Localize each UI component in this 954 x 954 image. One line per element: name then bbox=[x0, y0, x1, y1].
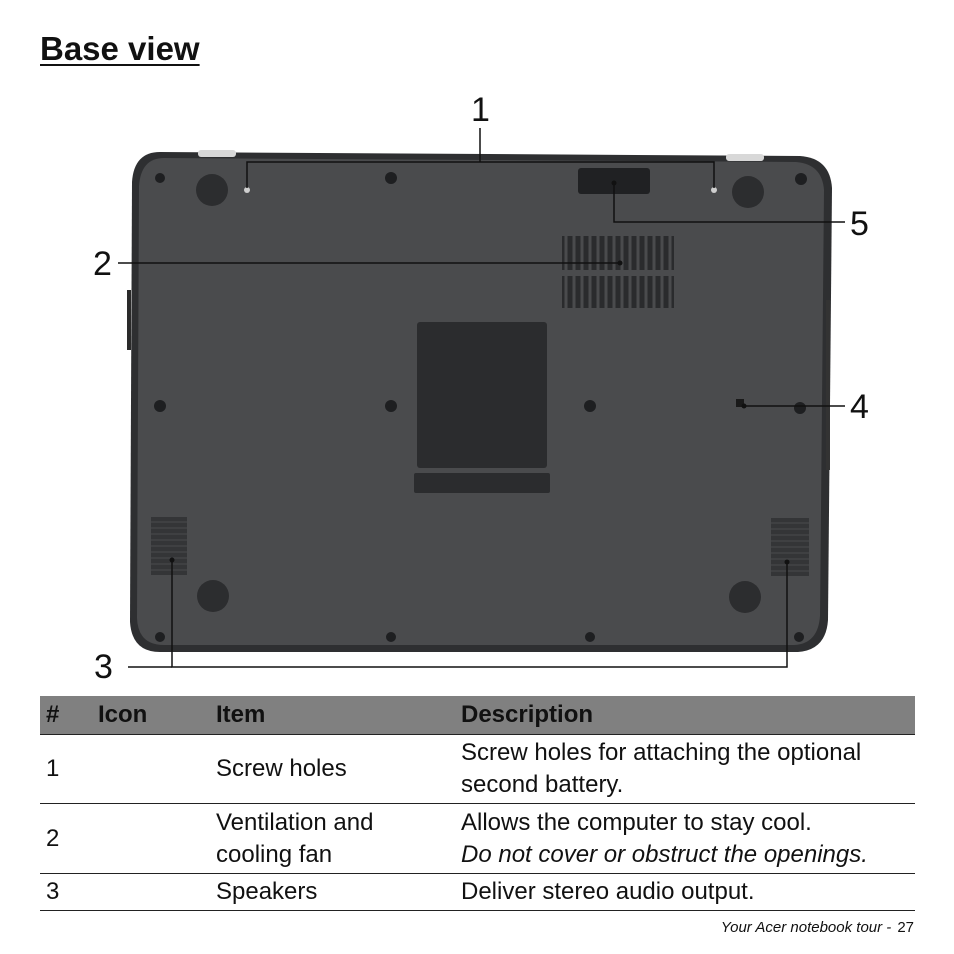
callout-4: 4 bbox=[850, 388, 869, 426]
callout-markers bbox=[169, 180, 790, 565]
row-item: Speakers bbox=[210, 873, 455, 911]
callout-line-5 bbox=[613, 183, 845, 223]
hinge-right bbox=[726, 154, 764, 161]
memory-compartment-cover bbox=[417, 322, 547, 468]
row-description-text: Deliver stereo audio output. bbox=[461, 878, 755, 905]
table-row: 2 Ventilation and cooling fan Allows the… bbox=[40, 803, 915, 874]
row-number: 1 bbox=[40, 734, 92, 804]
table-header-row: # Icon Item Description bbox=[40, 696, 915, 735]
callout-2: 2 bbox=[93, 245, 112, 283]
row-number: 3 bbox=[40, 873, 92, 911]
screw bbox=[385, 172, 397, 184]
row-description: Screw holes for attaching the optional s… bbox=[455, 734, 915, 804]
header-item: Item bbox=[210, 696, 455, 735]
row-item: Screw holes bbox=[210, 734, 455, 804]
screw bbox=[584, 400, 596, 412]
screw bbox=[585, 632, 595, 642]
row-icon bbox=[92, 873, 210, 911]
row-description: Allows the computer to stay cool. Do not… bbox=[455, 803, 915, 874]
header-icon: Icon bbox=[92, 696, 210, 735]
battery-screw-hole bbox=[711, 187, 717, 193]
callout-3: 3 bbox=[94, 648, 113, 686]
callout-1: 1 bbox=[471, 91, 490, 129]
table-row: 1 Screw holes Screw holes for attaching … bbox=[40, 734, 915, 804]
page-number: 27 bbox=[897, 919, 914, 936]
battery-reset-pinhole bbox=[736, 399, 744, 407]
screw bbox=[385, 400, 397, 412]
callout-lines bbox=[118, 128, 845, 668]
row-description-warning: Do not cover or obstruct the openings. bbox=[461, 840, 868, 868]
ventilation-slots bbox=[564, 236, 672, 308]
memory-compartment-tab bbox=[414, 473, 550, 493]
speaker-grille-dots bbox=[151, 521, 809, 572]
row-description: Deliver stereo audio output. bbox=[455, 873, 915, 911]
screw bbox=[794, 402, 806, 414]
screw bbox=[155, 632, 165, 642]
screw bbox=[386, 632, 396, 642]
callout-5: 5 bbox=[850, 205, 869, 243]
row-icon bbox=[92, 803, 210, 874]
row-number: 2 bbox=[40, 803, 92, 874]
table-row: 3 Speakers Deliver stereo audio output. bbox=[40, 873, 915, 911]
screw bbox=[155, 173, 165, 183]
row-description-text: Screw holes for attaching the optional s… bbox=[461, 739, 862, 798]
header-description: Description bbox=[455, 696, 915, 735]
side-port-left bbox=[127, 290, 131, 350]
rubber-foot bbox=[197, 580, 229, 612]
laptop-base-illustration bbox=[127, 150, 832, 652]
footer-text: Your Acer notebook tour - bbox=[720, 919, 892, 936]
screw bbox=[154, 400, 166, 412]
page-footer: Your Acer notebook tour - 27 bbox=[721, 919, 914, 936]
hinge-left bbox=[198, 150, 236, 157]
rubber-foot bbox=[729, 581, 761, 613]
rubber-foot bbox=[196, 174, 228, 206]
row-description-text: Allows the computer to stay cool. bbox=[461, 808, 812, 836]
battery-screw-hole bbox=[244, 187, 250, 193]
laptop-base-figure: 1 2 3 4 5 bbox=[93, 91, 869, 686]
screw bbox=[795, 173, 807, 185]
row-item: Ventilation and cooling fan bbox=[210, 803, 455, 874]
callout-line-3 bbox=[171, 560, 788, 668]
side-port-right bbox=[826, 300, 830, 470]
screw bbox=[794, 632, 804, 642]
base-view-table: # Icon Item Description 1 Screw holes Sc… bbox=[40, 696, 915, 911]
header-number: # bbox=[40, 696, 92, 735]
row-icon bbox=[92, 734, 210, 804]
page-title: Base view bbox=[40, 30, 200, 67]
rubber-foot bbox=[732, 176, 764, 208]
